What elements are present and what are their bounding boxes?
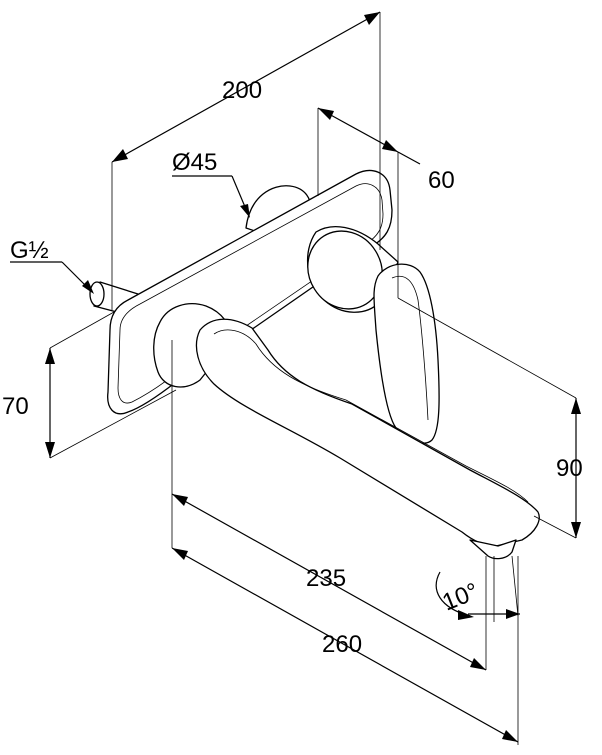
label-thread-g-half: G½ (10, 237, 49, 264)
lever-handle (373, 263, 440, 444)
label-diameter-45: Ø45 (172, 149, 217, 176)
spout-tip (469, 539, 517, 560)
lever-cylinder-face (307, 230, 383, 310)
label-90: 90 (556, 455, 583, 482)
label-60: 60 (428, 167, 455, 194)
label-200: 200 (222, 77, 262, 104)
spout (195, 318, 540, 547)
dimension-lines (10, 11, 581, 745)
dim-line-235 (171, 493, 487, 671)
dim-line-260 (171, 547, 519, 743)
dimension-labels: 200 60 Ø45 G½ 70 90 235 260 10° (2, 77, 583, 658)
label-260: 260 (322, 631, 362, 658)
label-angle-10: 10° (439, 578, 483, 617)
back-plate-inner (117, 183, 384, 404)
label-70: 70 (2, 393, 29, 420)
faucet-outline (89, 169, 540, 560)
dim-line-200 (111, 11, 381, 163)
spout-top-edge (213, 329, 529, 503)
pipe-end (89, 281, 105, 307)
lever-handle-edge (391, 275, 429, 421)
label-235: 235 (306, 565, 346, 592)
